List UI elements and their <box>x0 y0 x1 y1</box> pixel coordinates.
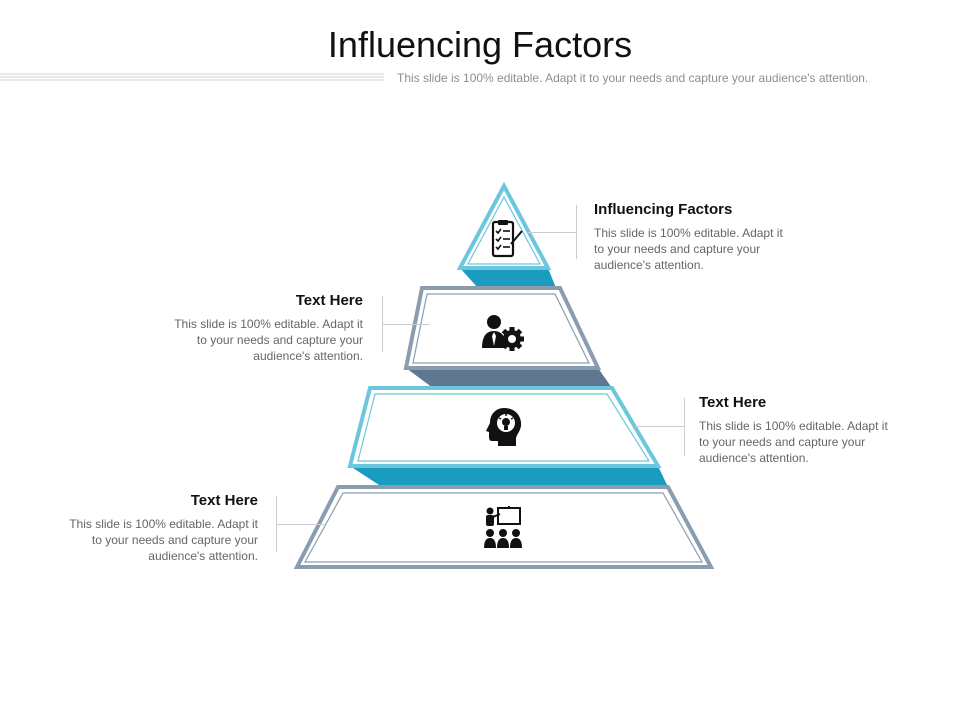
band-1 <box>460 268 556 288</box>
pyramid-level-2 <box>403 286 602 370</box>
pyramid-level-4 <box>293 485 715 569</box>
presentation-audience-icon <box>484 506 522 548</box>
checklist-icon <box>491 220 523 258</box>
connector-horizontal-3 <box>636 426 684 427</box>
level-1-description: This slide is 100% editable. Adapt it to… <box>594 226 783 272</box>
band-3 <box>350 466 668 487</box>
level-4-heading: Text Here <box>190 492 258 509</box>
text-block-level-4: Text Here This slide is 100% editable. A… <box>58 492 258 564</box>
connector-horizontal-1 <box>528 232 576 233</box>
title-rule-lines <box>0 73 384 81</box>
head-idea-icon <box>486 408 522 446</box>
band-2 <box>406 368 612 388</box>
connector-vertical-3 <box>684 398 685 456</box>
level-3-heading: Text Here <box>699 394 767 411</box>
level-3-description: This slide is 100% editable. Adapt it to… <box>699 419 888 465</box>
text-block-level-3: Text Here This slide is 100% editable. A… <box>699 394 899 466</box>
level-4-description: This slide is 100% editable. Adapt it to… <box>69 517 258 563</box>
level-2-description: This slide is 100% editable. Adapt it to… <box>174 317 363 363</box>
connector-horizontal-2 <box>382 324 430 325</box>
level-1-heading: Influencing Factors <box>594 201 733 218</box>
text-block-level-2: Text Here This slide is 100% editable. A… <box>163 292 363 364</box>
slide-subtitle: This slide is 100% editable. Adapt it to… <box>397 71 869 85</box>
level-2-heading: Text Here <box>295 292 363 309</box>
text-block-level-1: Influencing Factors This slide is 100% e… <box>594 201 794 273</box>
connector-horizontal-4 <box>276 524 324 525</box>
connector-vertical-1 <box>576 205 577 259</box>
businessman-gear-icon <box>482 315 524 351</box>
slide-title: Influencing Factors <box>327 24 633 65</box>
